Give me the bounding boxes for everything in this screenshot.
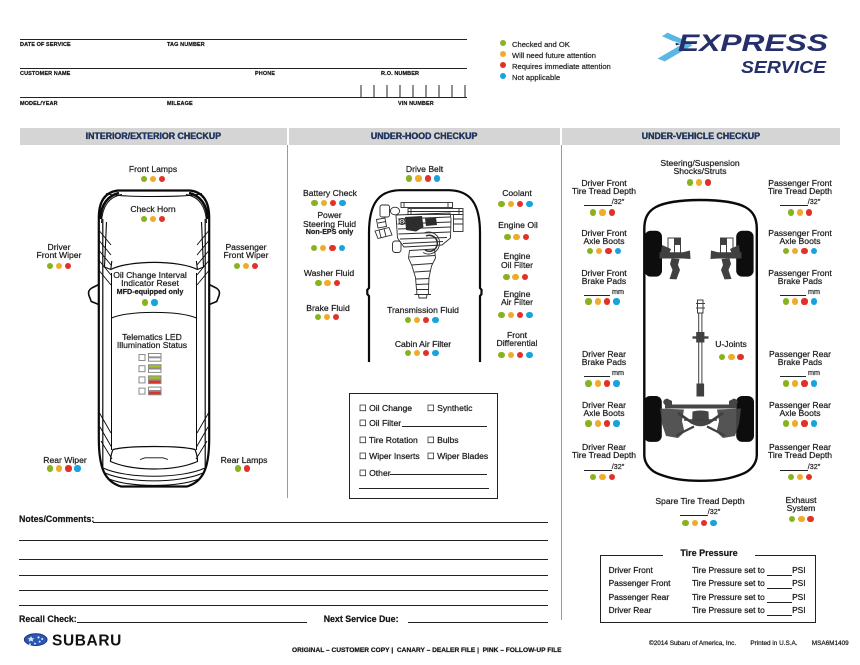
- svg-text:SERVICE: SERVICE: [741, 57, 827, 77]
- svg-text:SUBARU: SUBARU: [52, 633, 122, 649]
- svg-text:EXPRESS: EXPRESS: [678, 30, 828, 57]
